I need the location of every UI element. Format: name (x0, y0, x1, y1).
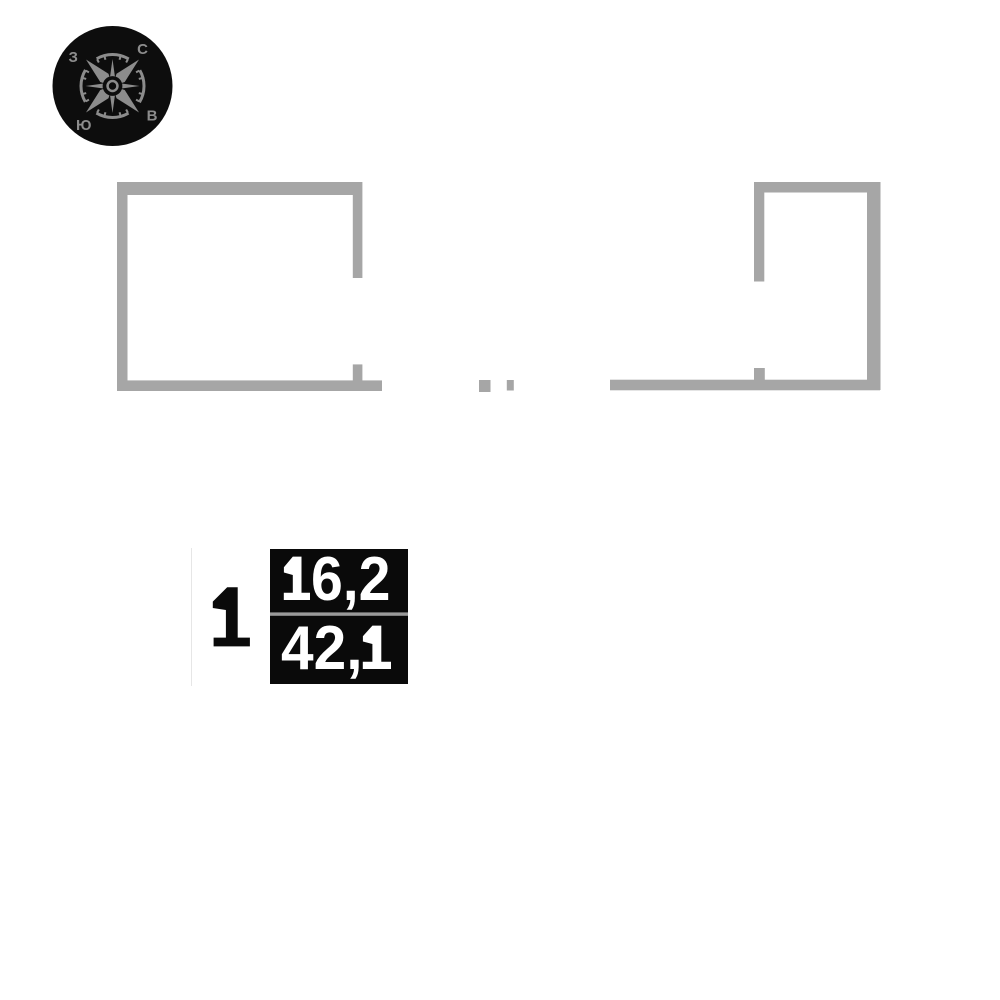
svg-text:В: В (147, 108, 158, 125)
svg-text:З: З (68, 49, 77, 66)
svg-text:6,2: 6,2 (311, 545, 391, 614)
svg-text:С: С (137, 41, 148, 58)
svg-text:42,: 42, (281, 614, 363, 683)
svg-text:Ю: Ю (76, 117, 91, 134)
